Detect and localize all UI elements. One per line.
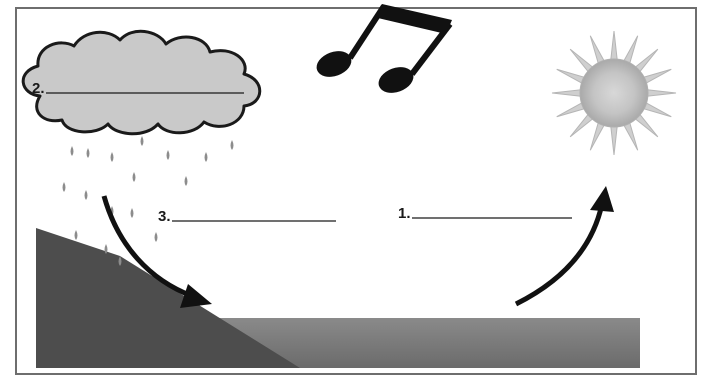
blank-label-1: 1.	[398, 205, 411, 222]
blank-label-2: 2.	[32, 80, 45, 97]
blank-label-3: 3.	[158, 208, 171, 225]
sun-icon	[552, 31, 676, 155]
